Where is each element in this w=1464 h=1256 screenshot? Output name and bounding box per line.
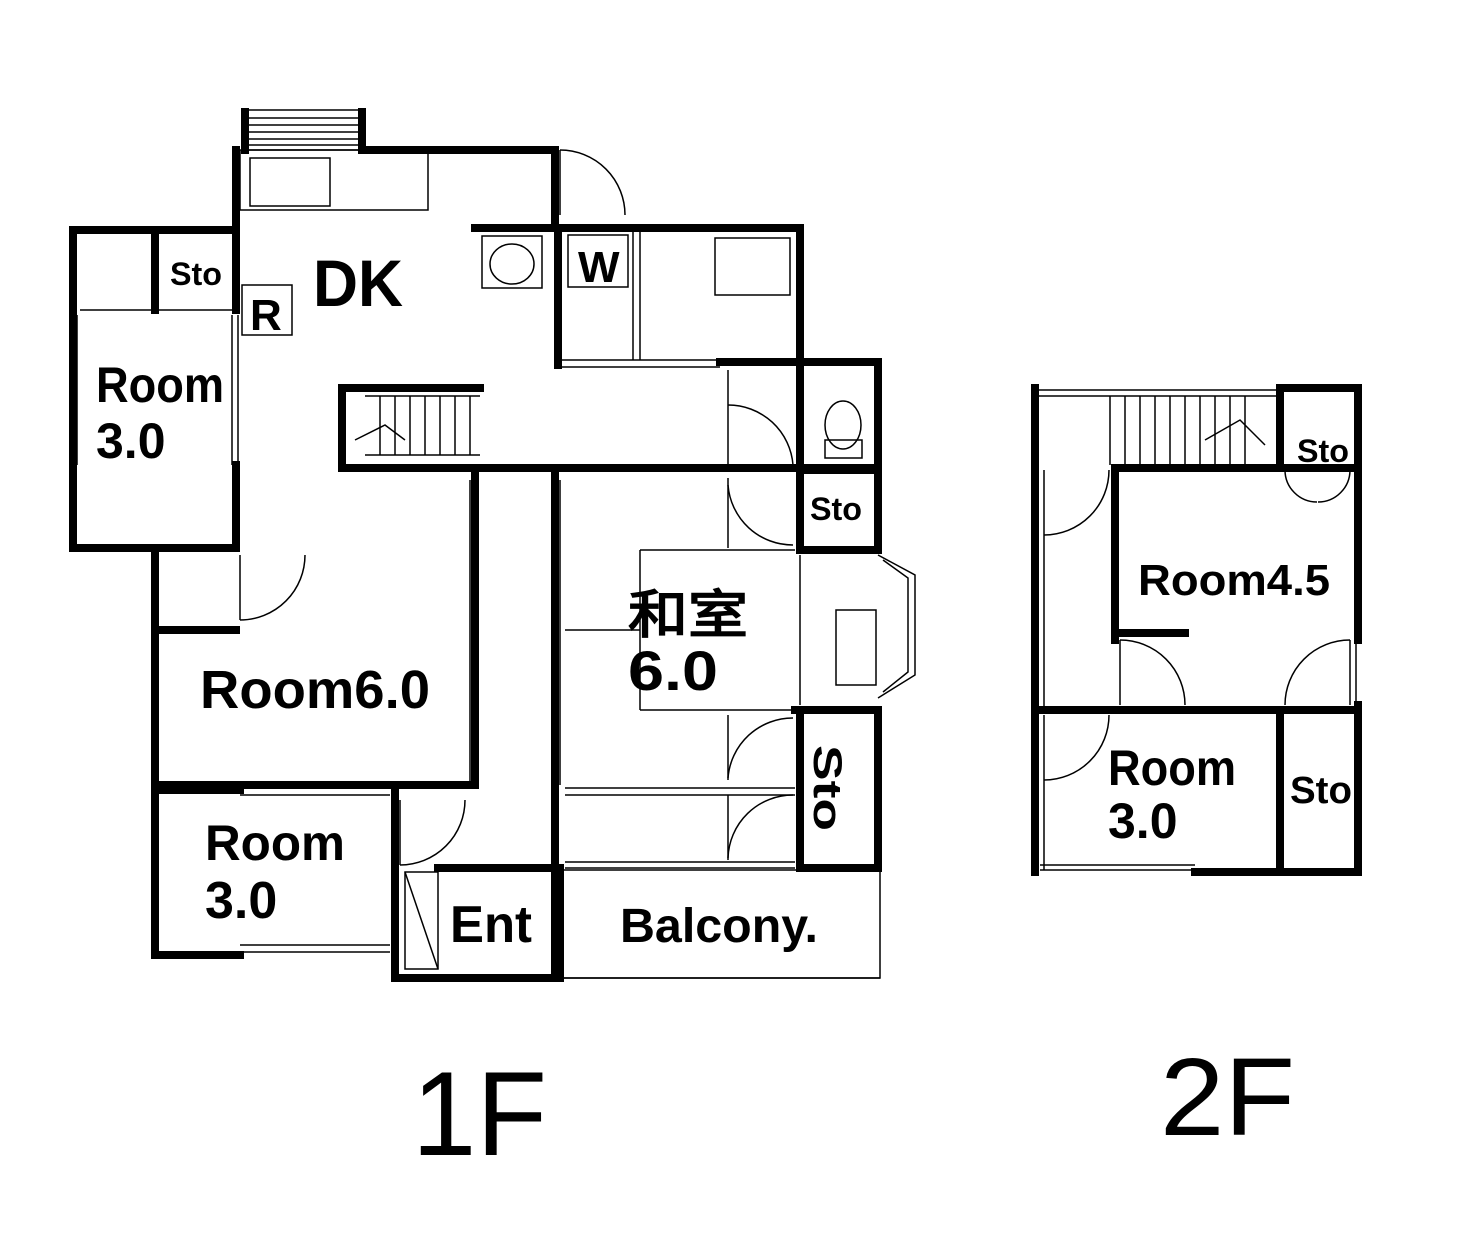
room-label-room-3-0-south-line2: 3.0	[205, 872, 277, 930]
room-label-room-3-0-line2: 3.0	[1108, 793, 1178, 849]
floor-2-walls	[1031, 384, 1362, 876]
room-label-room-3-0-line1: Room	[1108, 740, 1236, 796]
room-label-room-6-0: Room6.0	[200, 660, 430, 720]
floor-label-1f: 1F	[412, 1047, 547, 1181]
room-label-room-3-0-west-line1: Room	[96, 357, 224, 413]
room-label-entrance: Ent	[450, 896, 532, 954]
room-label-sto-rotated: Sto	[805, 745, 849, 831]
floor-label-2f: 2F	[1160, 1036, 1295, 1159]
room-label-room-3-0-west-line2: 3.0	[96, 413, 166, 469]
room-label-dk: DK	[313, 246, 403, 320]
room-label-room-4-5: Room4.5	[1138, 556, 1330, 605]
room-label-sto-mid: Sto	[810, 491, 862, 527]
room-label-balcony: Balcony.	[620, 900, 818, 953]
room-label-washitsu-line2: 6.0	[628, 639, 718, 702]
room-label-washer: W	[578, 243, 620, 292]
fridge-label: R	[250, 291, 282, 340]
room-label-washitsu-line1: 和室	[628, 587, 748, 645]
room-label-sto-top: Sto	[1297, 433, 1349, 469]
room-label-sto-nw: Sto	[170, 256, 222, 292]
room-label-sto-right: Sto	[1290, 770, 1352, 812]
room-label-room-3-0-south-line1: Room	[205, 815, 345, 871]
floor-1-walls	[69, 108, 882, 982]
